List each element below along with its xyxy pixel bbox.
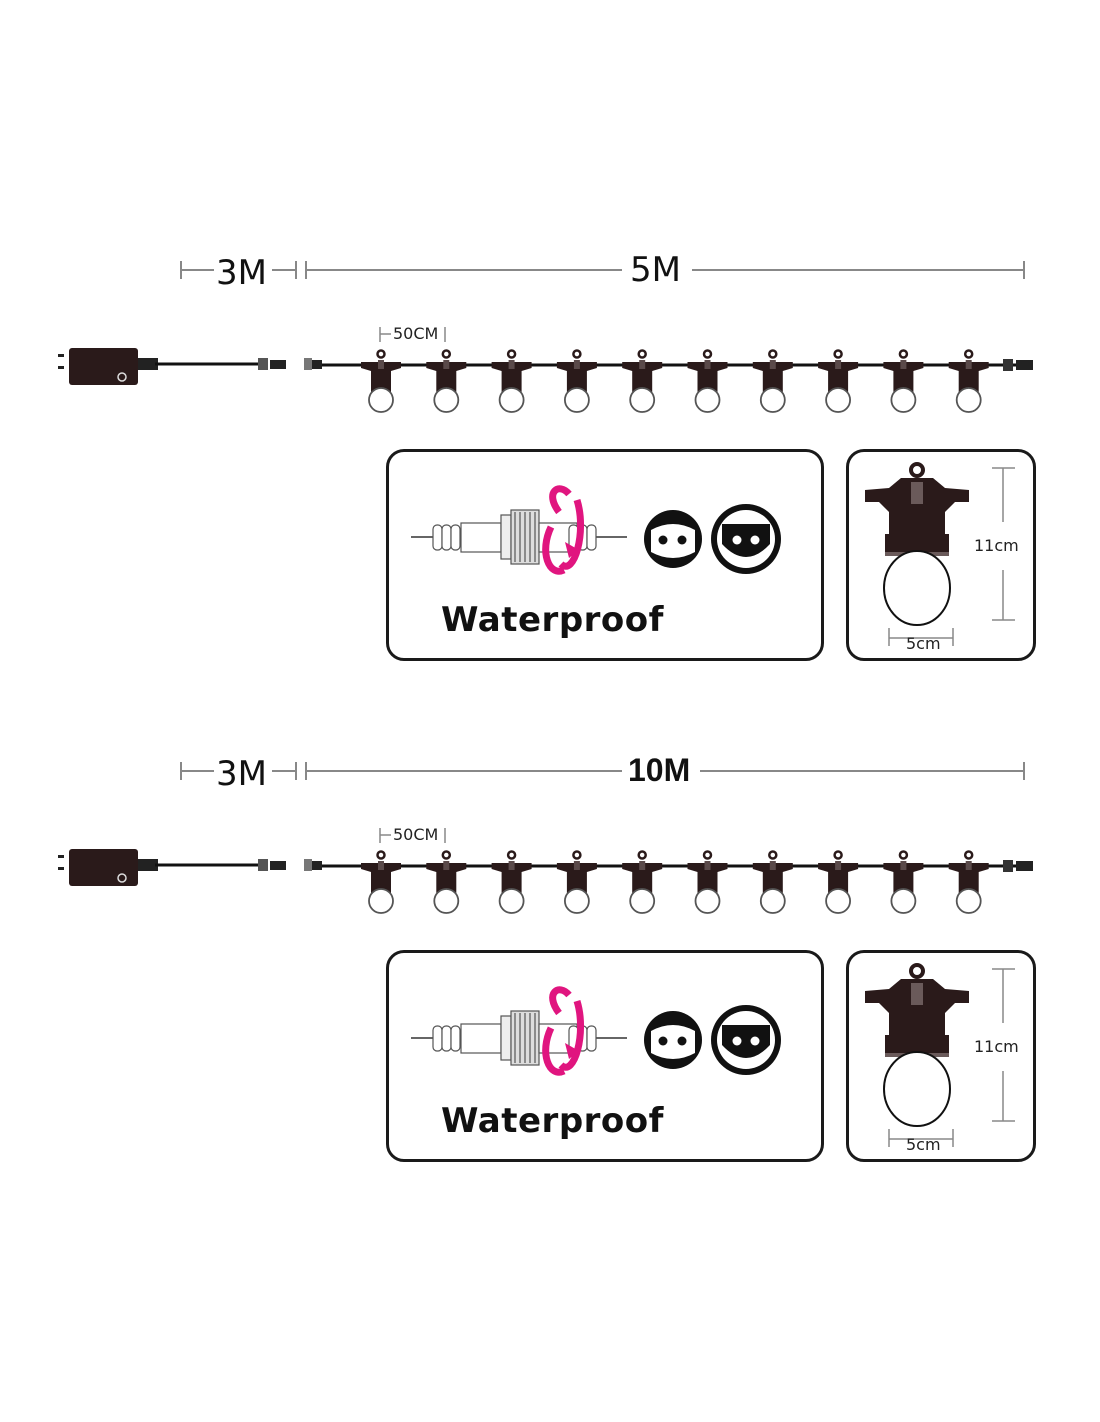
diagram-5m: 3M 5M 50CM bbox=[0, 240, 1100, 680]
waterproof-panel: Waterproof bbox=[386, 449, 824, 661]
diagram-10m: 3M 10M 50CM bbox=[0, 741, 1100, 1181]
dimension-line-main bbox=[305, 762, 1025, 780]
power-adapter-icon bbox=[58, 849, 158, 886]
male-socket-icon bbox=[644, 1011, 702, 1069]
bulb bbox=[883, 850, 924, 914]
bulb bbox=[752, 850, 793, 914]
end-connector-icon bbox=[1003, 860, 1033, 872]
power-adapter-icon bbox=[58, 348, 158, 385]
string-light-drawing bbox=[58, 762, 1033, 914]
male-socket-icon bbox=[644, 510, 702, 568]
bulb bbox=[491, 349, 532, 413]
bulb-dimension-drawing bbox=[865, 963, 1015, 1147]
bulb-spacing-label: 50CM bbox=[393, 324, 439, 343]
string-light-drawing bbox=[58, 261, 1033, 413]
bulb bbox=[556, 850, 597, 914]
female-socket-icon bbox=[711, 1005, 781, 1075]
bulb bbox=[818, 850, 859, 914]
rotate-arrow-icon bbox=[542, 485, 584, 575]
bulb bbox=[361, 850, 401, 914]
bulb bbox=[426, 850, 467, 914]
bulb-icon bbox=[865, 963, 969, 1127]
width-dimension-line bbox=[888, 1129, 954, 1147]
bulb-width-label: 5cm bbox=[906, 634, 941, 653]
bulb bbox=[948, 349, 989, 413]
bulb bbox=[491, 850, 532, 914]
bulb bbox=[948, 850, 989, 914]
bulb bbox=[752, 349, 793, 413]
bulb-spacing-label: 50CM bbox=[393, 825, 439, 844]
bulb-size-panel: 11cm 5cm bbox=[846, 449, 1036, 661]
bulb-size-panel: 11cm 5cm bbox=[846, 950, 1036, 1162]
rotate-arrow-icon bbox=[542, 986, 584, 1076]
width-dimension-line bbox=[888, 628, 954, 646]
lead-cable-length-label: 3M bbox=[214, 253, 269, 293]
bulb-icon bbox=[865, 462, 969, 626]
waterproof-connector-drawing bbox=[411, 986, 781, 1076]
female-socket-icon bbox=[711, 504, 781, 574]
bulb bbox=[426, 349, 467, 413]
lead-connector-icon bbox=[258, 358, 322, 370]
dimension-line-main bbox=[305, 261, 1025, 279]
dimension-line-3m bbox=[180, 261, 297, 279]
string-length-label: 10M bbox=[622, 754, 697, 786]
bulb bbox=[818, 349, 859, 413]
bulb-width-label: 5cm bbox=[906, 1135, 941, 1154]
dimension-line-50cm bbox=[379, 327, 446, 342]
string-length-label: 5M bbox=[624, 253, 687, 287]
screw-connector-icon bbox=[411, 509, 627, 565]
end-connector-icon bbox=[1003, 359, 1033, 371]
bulb bbox=[622, 850, 663, 914]
waterproof-panel: Waterproof bbox=[386, 950, 824, 1162]
bulb-row bbox=[361, 349, 989, 413]
waterproof-label: Waterproof bbox=[441, 600, 664, 640]
screw-connector-icon bbox=[411, 1010, 627, 1066]
bulb bbox=[361, 349, 401, 413]
bulb bbox=[687, 349, 728, 413]
dimension-line-3m bbox=[180, 762, 297, 780]
bulb-height-label: 11cm bbox=[974, 534, 1019, 557]
height-dimension-line bbox=[992, 968, 1015, 1122]
waterproof-connector-drawing bbox=[411, 485, 781, 575]
bulb-height-label: 11cm bbox=[974, 1035, 1019, 1058]
bulb bbox=[622, 349, 663, 413]
bulb-dimension-drawing bbox=[865, 462, 1015, 646]
bulb bbox=[883, 349, 924, 413]
dimension-line-50cm bbox=[379, 828, 446, 843]
lead-connector-icon bbox=[258, 859, 322, 871]
bulb bbox=[556, 349, 597, 413]
height-dimension-line bbox=[992, 467, 1015, 621]
bulb bbox=[687, 850, 728, 914]
lead-cable-length-label: 3M bbox=[214, 754, 269, 794]
bulb-row bbox=[361, 850, 989, 914]
waterproof-label: Waterproof bbox=[441, 1101, 664, 1141]
